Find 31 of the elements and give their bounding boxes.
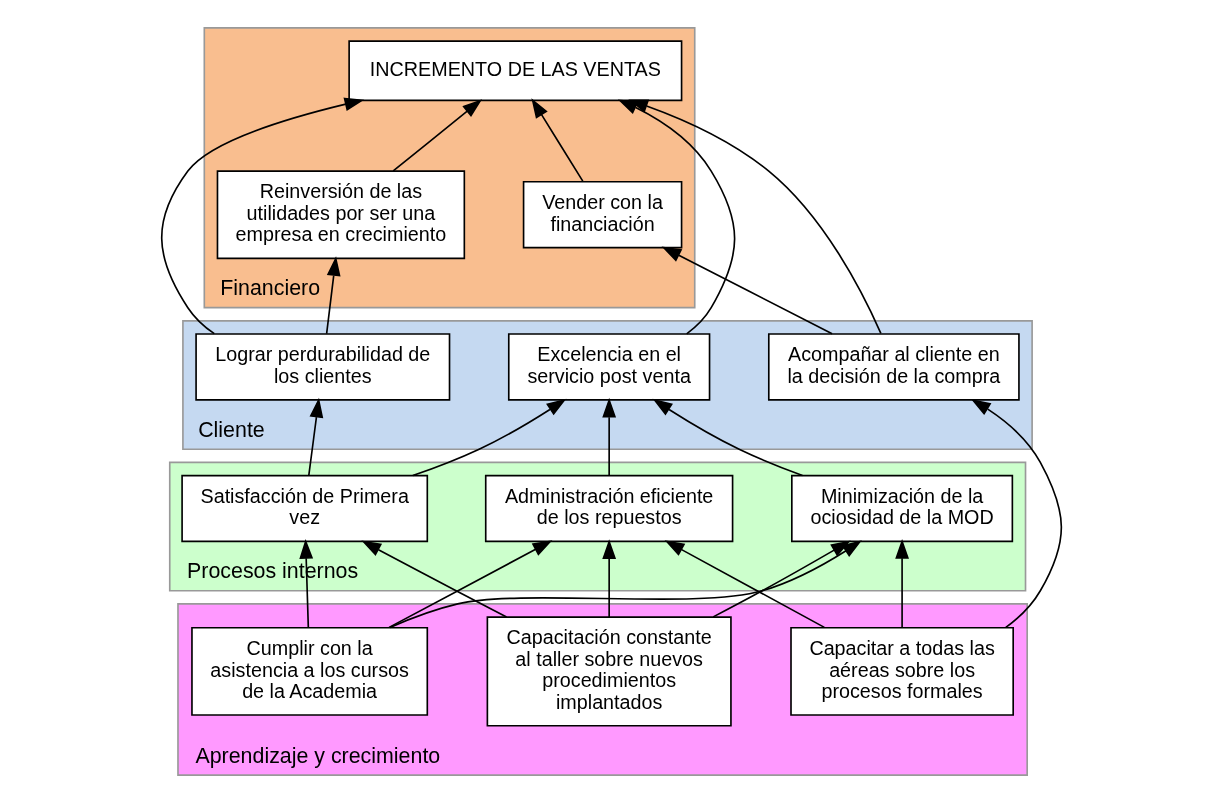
arrow xyxy=(661,246,833,335)
arrow xyxy=(307,397,323,477)
arrow xyxy=(627,99,882,335)
node-box: Excelencia en el servicio post venta xyxy=(507,333,710,401)
arrow xyxy=(970,398,1062,629)
node-box: Capacitación constante al taller sobre nuevos procedimientos implantados xyxy=(486,616,732,727)
arrow xyxy=(360,540,507,618)
arrow xyxy=(391,99,482,172)
arrow xyxy=(388,540,862,629)
node-box: INCREMENTO DE LAS VENTAS xyxy=(347,40,682,102)
node-box: Satisfacción de Primera vez xyxy=(180,474,428,543)
arrow xyxy=(601,397,616,477)
node-box: Minimización de la ociosidad de la MOD xyxy=(790,474,1013,543)
arrow xyxy=(652,398,803,477)
arrow xyxy=(411,398,566,477)
node-box: Vender con la financiación xyxy=(522,180,682,249)
arrow xyxy=(711,540,851,618)
arrow xyxy=(325,256,341,335)
arrow xyxy=(601,539,616,618)
node-box: Cumplir con la asistencia a los cursos de la Academia xyxy=(190,626,428,716)
arrow xyxy=(387,540,552,629)
arrow xyxy=(298,539,313,629)
node-box: Capacitar a todas las aéreas sobre los procesos formales xyxy=(789,626,1014,716)
arrow xyxy=(160,97,364,335)
arrow xyxy=(530,98,584,182)
node-box: Lograr perdurabilidad de los clientes xyxy=(194,333,450,401)
node-box: Acompañar al cliente en la decisión de la compra xyxy=(767,333,1020,401)
node-box: Reinversión de las utilidades por ser una empresa en crecimiento xyxy=(216,170,465,260)
arrow xyxy=(664,540,825,629)
node-box: Administración eficiente de los repuestos xyxy=(484,474,733,543)
arrow xyxy=(894,539,909,629)
